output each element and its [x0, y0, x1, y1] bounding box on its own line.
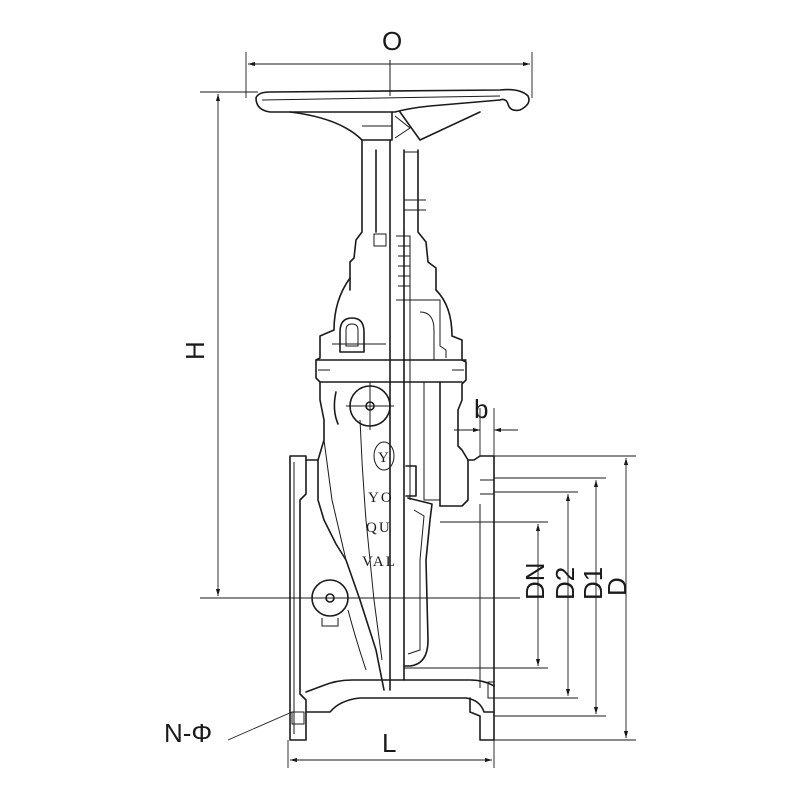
bonnet-neck — [349, 139, 437, 301]
body-bolt — [311, 579, 349, 627]
label-n-phi: N-Φ — [164, 718, 212, 748]
brand-line-4: VAL — [362, 554, 397, 570]
dimension-d1: D1 — [494, 477, 608, 717]
brand-line-1: Y — [378, 450, 391, 466]
label-h: H — [180, 341, 210, 360]
bonnet — [315, 277, 469, 461]
label-l: L — [382, 728, 396, 758]
dimension-l: L — [287, 728, 495, 768]
dimension-dn: DN — [404, 521, 550, 669]
handwheel — [255, 88, 530, 141]
center-lines — [200, 60, 520, 599]
brand-line-3: QU — [366, 520, 392, 536]
label-dn: DN — [520, 562, 550, 600]
label-b: b — [474, 394, 488, 424]
dimension-d: D — [494, 455, 636, 741]
dimension-h: H — [180, 91, 258, 599]
label-o: O — [382, 26, 402, 56]
brand-line-2: YO — [368, 490, 394, 506]
dimension-o: O — [245, 26, 533, 98]
label-d2: D2 — [550, 567, 580, 600]
dimension-d2: D2 — [494, 491, 580, 699]
bonnet-bolt — [333, 382, 394, 430]
leader-n-phi: N-Φ — [164, 711, 293, 748]
body-lettering: Y YO QU VAL — [362, 441, 397, 570]
valve-body — [289, 139, 495, 741]
dimension-b: b — [454, 394, 518, 456]
label-d: D — [602, 577, 632, 596]
label-d1: D1 — [578, 567, 608, 600]
